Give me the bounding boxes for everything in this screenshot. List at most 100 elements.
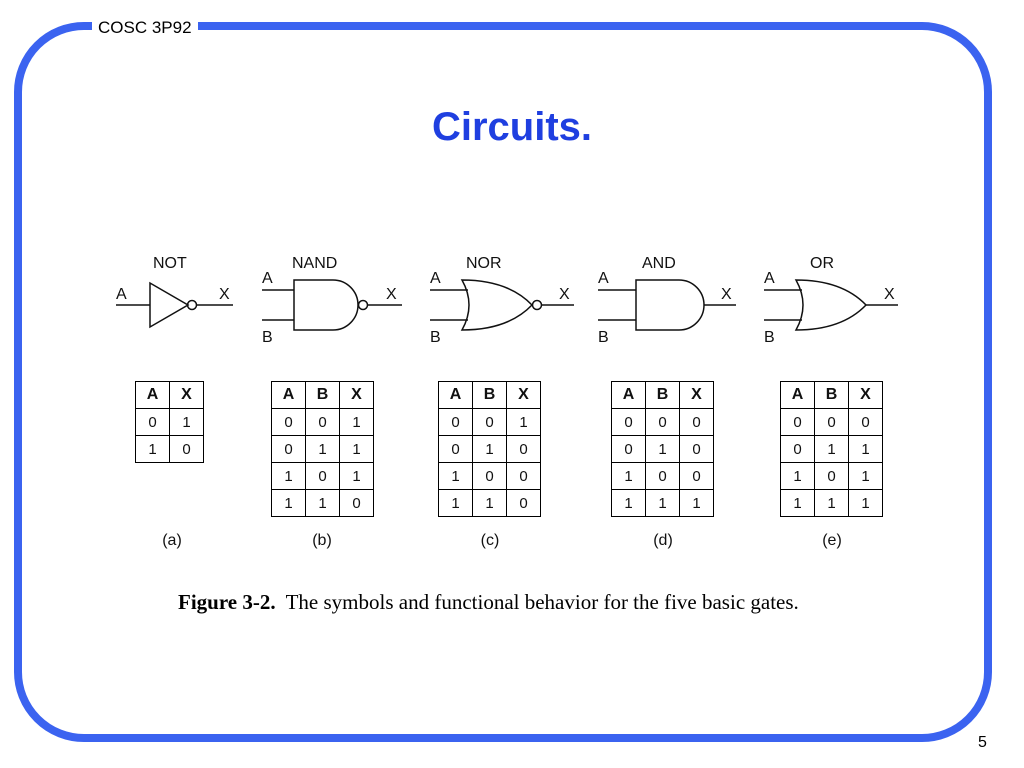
or-output-x: X bbox=[884, 286, 895, 303]
table-row: 0 1 bbox=[135, 408, 204, 436]
cell: 0 bbox=[506, 435, 541, 463]
figure-caption-text: The symbols and functional behavior for … bbox=[285, 590, 799, 614]
subfigure-label-e: (e) bbox=[822, 532, 842, 549]
cell: 0 bbox=[305, 408, 340, 436]
not-input-a: A bbox=[116, 286, 127, 303]
cell: 1 bbox=[645, 489, 680, 517]
cell: 1 bbox=[814, 489, 849, 517]
nor-input-b: B bbox=[430, 329, 441, 346]
truth-table-or: A B X 0 0 0 0 1 1 1 0 1 1 1 1 bbox=[780, 381, 883, 517]
or-input-a: A bbox=[764, 270, 775, 287]
figure-caption-label: Figure 3-2. bbox=[178, 590, 276, 614]
cell: 1 bbox=[472, 435, 507, 463]
not-gate-symbol: NOT A X bbox=[116, 255, 233, 329]
cell: 0 bbox=[780, 435, 815, 463]
header-cell: A bbox=[611, 381, 646, 409]
cell: 1 bbox=[814, 435, 849, 463]
table-row: 0 0 1 bbox=[438, 408, 541, 436]
cell: 0 bbox=[438, 435, 473, 463]
cell: 0 bbox=[472, 462, 507, 490]
nor-input-a: A bbox=[430, 270, 441, 287]
cell: 0 bbox=[438, 408, 473, 436]
header-cell: X bbox=[339, 381, 374, 409]
table-row: 0 1 1 bbox=[780, 435, 883, 463]
figure-caption: Figure 3-2. The symbols and functional be… bbox=[178, 590, 958, 615]
and-input-a: A bbox=[598, 270, 609, 287]
course-code: COSC 3P92 bbox=[92, 14, 198, 42]
truth-table-nor: A B X 0 0 1 0 1 0 1 0 0 1 1 0 bbox=[438, 381, 541, 517]
and-output-x: X bbox=[721, 286, 732, 303]
cell: 1 bbox=[472, 489, 507, 517]
cell: 0 bbox=[679, 408, 714, 436]
cell: 1 bbox=[305, 489, 340, 517]
or-gate-symbol: OR A B X bbox=[764, 255, 898, 346]
table-row: 0 0 0 bbox=[611, 408, 714, 436]
header-cell: B bbox=[645, 381, 680, 409]
nand-input-b: B bbox=[262, 329, 273, 346]
and-input-b: B bbox=[598, 329, 609, 346]
cell: 0 bbox=[611, 435, 646, 463]
and-gate-name: AND bbox=[642, 255, 676, 272]
cell: 0 bbox=[506, 462, 541, 490]
cell: 0 bbox=[305, 462, 340, 490]
table-row: 0 1 0 bbox=[438, 435, 541, 463]
not-output-x: X bbox=[219, 286, 230, 303]
table-row: 1 1 0 bbox=[271, 489, 374, 517]
cell: 1 bbox=[506, 408, 541, 436]
slide-title: Circuits. bbox=[431, 105, 593, 149]
header-cell: X bbox=[169, 381, 204, 409]
table-row: 0 0 0 bbox=[780, 408, 883, 436]
cell: 1 bbox=[271, 462, 306, 490]
cell: 0 bbox=[645, 462, 680, 490]
table-row: 0 1 0 bbox=[611, 435, 714, 463]
nand-input-a: A bbox=[262, 270, 273, 287]
truth-table-nand: A B X 0 0 1 0 1 1 1 0 1 1 1 0 bbox=[271, 381, 374, 517]
cell: 1 bbox=[339, 435, 374, 463]
cell: 0 bbox=[135, 408, 170, 436]
page-number: 5 bbox=[978, 734, 987, 751]
and-gate-symbol: AND A B X bbox=[598, 255, 736, 346]
header-cell: A bbox=[135, 381, 170, 409]
cell: 0 bbox=[271, 408, 306, 436]
nor-gate-symbol: NOR A B X bbox=[430, 255, 574, 346]
or-input-b: B bbox=[764, 329, 775, 346]
cell: 0 bbox=[271, 435, 306, 463]
header-cell: A bbox=[271, 381, 306, 409]
cell: 0 bbox=[339, 489, 374, 517]
header-cell: A bbox=[780, 381, 815, 409]
header-cell: X bbox=[848, 381, 883, 409]
subfigure-label-a: (a) bbox=[162, 532, 182, 549]
cell: 0 bbox=[645, 408, 680, 436]
table-row: 1 0 0 bbox=[438, 462, 541, 490]
or-gate-name: OR bbox=[810, 255, 834, 272]
cell: 1 bbox=[135, 435, 170, 463]
subfigure-label-c: (c) bbox=[480, 532, 500, 549]
cell: 0 bbox=[848, 408, 883, 436]
header-cell: B bbox=[305, 381, 340, 409]
cell: 1 bbox=[848, 435, 883, 463]
cell: 1 bbox=[780, 489, 815, 517]
cell: 1 bbox=[611, 489, 646, 517]
cell: 0 bbox=[814, 408, 849, 436]
not-gate-name: NOT bbox=[153, 255, 187, 272]
table-row: 1 0 1 bbox=[780, 462, 883, 490]
cell: 0 bbox=[611, 408, 646, 436]
cell: 1 bbox=[271, 489, 306, 517]
header-cell: X bbox=[506, 381, 541, 409]
cell: 0 bbox=[679, 462, 714, 490]
header-cell: X bbox=[679, 381, 714, 409]
cell: 1 bbox=[339, 462, 374, 490]
subfigure-label-b: (b) bbox=[312, 532, 332, 549]
truth-table-and: A B X 0 0 0 0 1 0 1 0 0 1 1 1 bbox=[611, 381, 714, 517]
table-row: 1 1 1 bbox=[780, 489, 883, 517]
cell: 1 bbox=[780, 462, 815, 490]
table-row: 1 0 1 bbox=[271, 462, 374, 490]
cell: 1 bbox=[438, 489, 473, 517]
nand-gate-name: NAND bbox=[292, 255, 337, 272]
table-row: 1 1 0 bbox=[438, 489, 541, 517]
cell: 1 bbox=[848, 489, 883, 517]
cell: 1 bbox=[438, 462, 473, 490]
header-cell: A bbox=[438, 381, 473, 409]
slide-frame bbox=[14, 22, 992, 742]
